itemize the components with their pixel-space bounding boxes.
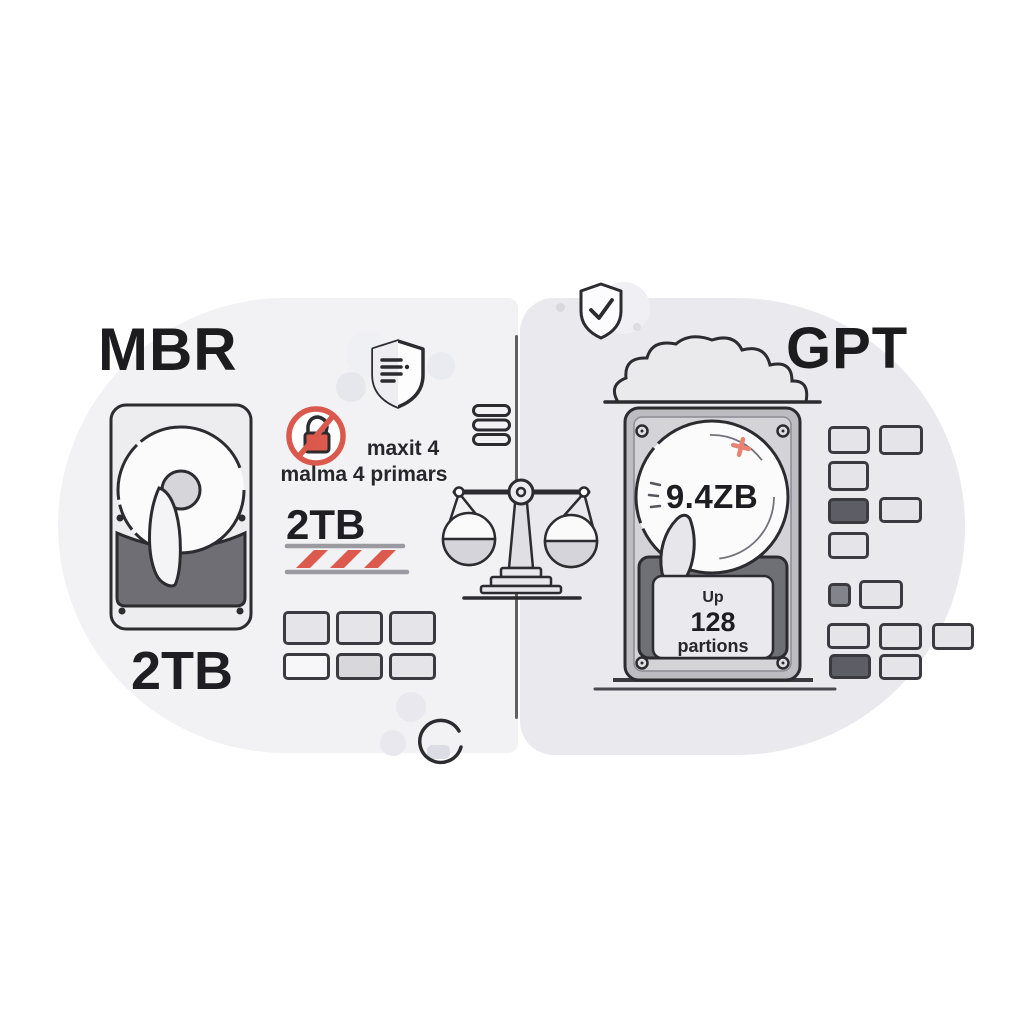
partition-block [283, 611, 330, 645]
partition-block [879, 497, 922, 523]
partition-block [389, 611, 436, 645]
decor-circle [427, 352, 455, 380]
partition-block [828, 461, 869, 491]
partition-block [828, 583, 851, 607]
restriction-note-line2: malma 4 primars [280, 463, 448, 486]
partition-block [828, 426, 870, 454]
shield-document-icon [371, 339, 425, 409]
decor-dot [556, 303, 565, 312]
partition-block [336, 611, 383, 645]
partition-block [932, 623, 974, 650]
restriction-note-line1: maxit 4 [366, 437, 440, 460]
sync-circle-icon [418, 718, 463, 765]
gpt-capacity-label: 9.4ZB [666, 478, 758, 515]
mbr-capacity-label: 2TB [130, 641, 233, 701]
partition-block [829, 654, 871, 679]
drive-actuator [148, 486, 182, 588]
menu-bars-icon [472, 404, 511, 446]
partition-count-label [651, 574, 775, 660]
partition-block [879, 425, 923, 455]
cloud-icon [612, 335, 809, 404]
mbr-hard-drive-icon [109, 403, 253, 631]
partition-block [389, 653, 436, 680]
partition-block [859, 580, 903, 609]
no-lock-icon [286, 406, 346, 466]
mbr-limit-label: 2TB [286, 501, 366, 548]
partition-note-line1: Up [702, 589, 724, 606]
partition-block [828, 532, 869, 559]
partition-block [828, 498, 869, 524]
partition-block [827, 623, 870, 649]
decor-circle [336, 372, 366, 402]
partition-block [879, 623, 922, 650]
decor-circle [396, 692, 426, 722]
shield-check-icon [579, 282, 623, 340]
limit-hazard-bar [284, 543, 410, 575]
mbr-title: MBR [98, 316, 238, 383]
partition-note-line2: 128 [690, 607, 735, 637]
partition-block [336, 653, 383, 680]
partition-note-line3: partions [677, 636, 748, 656]
drive-actuator [659, 513, 696, 587]
decor-circle [380, 730, 406, 756]
sparkle-plus-icon [730, 436, 752, 458]
gpt-hard-drive-icon: 9.4ZB Up 128 partions [593, 335, 837, 691]
decor-dot [633, 323, 641, 331]
gpt-title: GPT [786, 316, 909, 381]
partition-block [283, 653, 330, 680]
balance-scale-icon [441, 478, 599, 600]
partition-block [879, 654, 922, 680]
